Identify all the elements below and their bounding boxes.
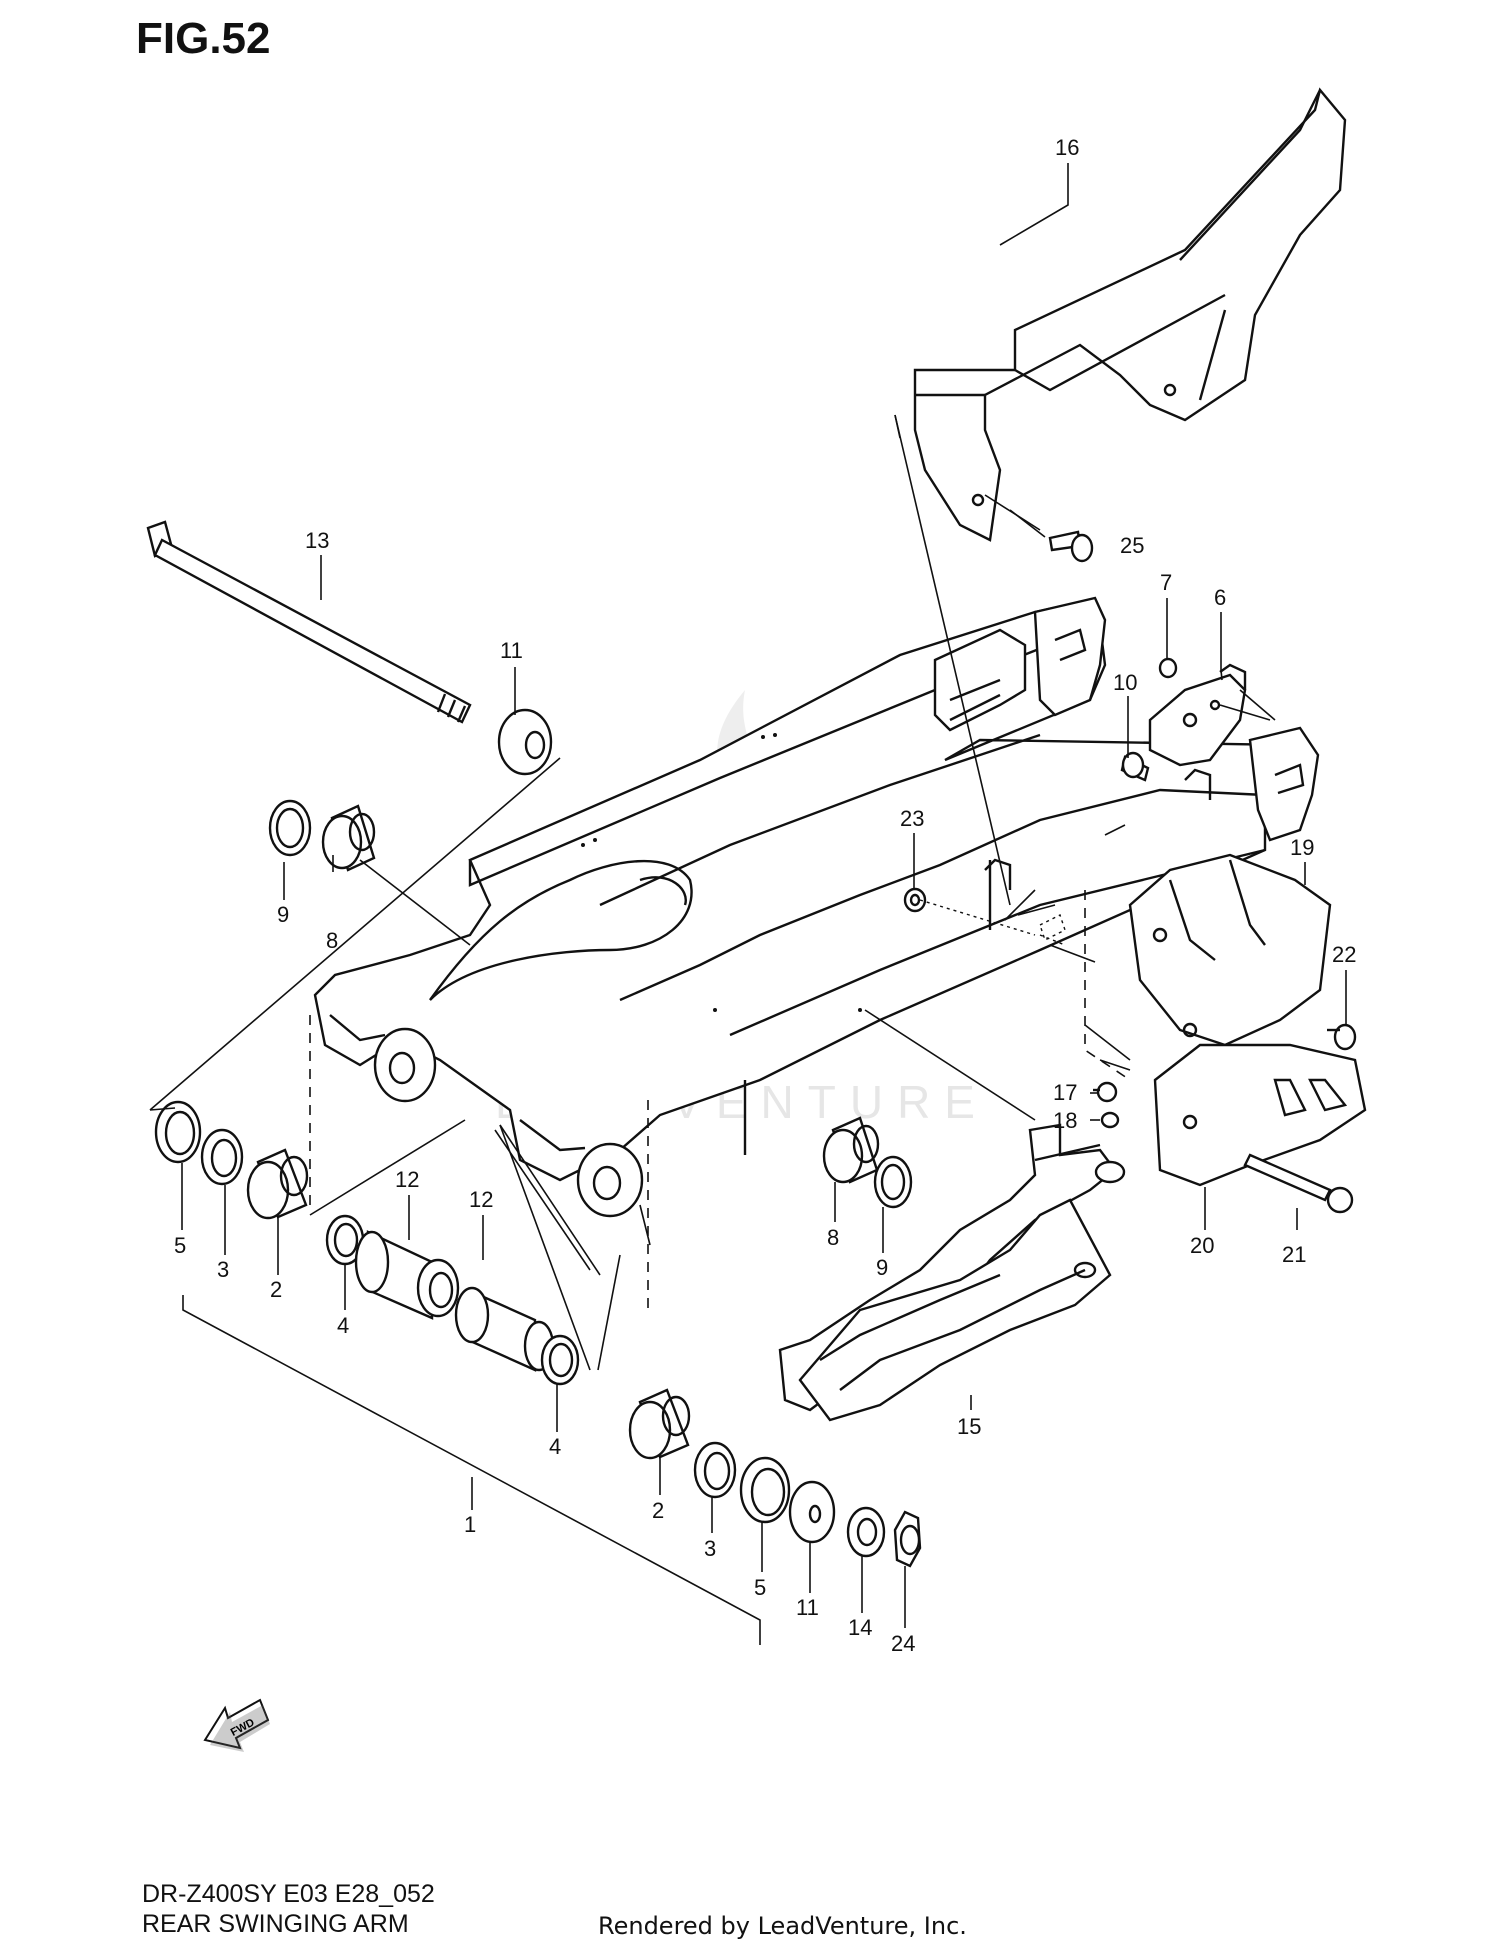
part-label-11: 11	[500, 638, 523, 663]
collar-12-right[interactable]	[454, 1286, 555, 1372]
bolt-21[interactable]	[1243, 1153, 1354, 1214]
part-label-20: 20	[1190, 1233, 1214, 1258]
bolt-25[interactable]	[1048, 530, 1094, 563]
washer-11-bottom[interactable]	[788, 1480, 836, 1544]
part-label-13: 13	[305, 528, 329, 553]
adjuster-plate-6[interactable]	[1148, 663, 1247, 767]
part-label-1: 1	[464, 1512, 476, 1537]
part-label-15: 24	[891, 1631, 915, 1656]
washer-3-right[interactable]	[693, 1441, 737, 1499]
bearing-8-right[interactable]	[822, 1116, 880, 1184]
part-label-9: 9	[277, 902, 289, 927]
washer-3-left[interactable]	[200, 1128, 244, 1186]
bolt-17[interactable]	[1093, 1081, 1118, 1103]
seal-9-right[interactable]	[873, 1155, 913, 1209]
seal-5-left[interactable]	[154, 1100, 202, 1164]
part-label-22: 22	[1332, 942, 1356, 967]
part-label-5b: 5	[754, 1575, 766, 1600]
washer-18[interactable]	[1100, 1111, 1120, 1129]
chain-guide-20[interactable]	[1153, 1043, 1367, 1187]
collar-12-left[interactable]	[354, 1230, 460, 1320]
part-label-10: 10	[1113, 670, 1137, 695]
part-label-16: 15	[957, 1414, 981, 1439]
bearing-2-left[interactable]	[246, 1148, 309, 1220]
model-code: DR-Z400SY E03 E28_052	[142, 1880, 435, 1908]
rendered-by: Rendered by LeadVenture, Inc.	[598, 1912, 967, 1940]
section-name: REAR SWINGING ARM	[142, 1910, 409, 1938]
part-label-24: 16	[1055, 135, 1079, 160]
part-label-19: 19	[1290, 835, 1314, 860]
part-numbers: 16 13 11 25 7 6 10 23 9 8 19 22 17 18 20…	[174, 135, 1356, 1656]
part-label-23: 23	[900, 806, 924, 831]
figure-title: FIG.52	[136, 14, 271, 63]
part-label-8b: 8	[827, 1225, 839, 1250]
bolt-10[interactable]	[1120, 751, 1150, 782]
part-label-12b: 12	[469, 1187, 493, 1212]
callout-leaders	[181, 163, 1347, 1645]
washer-14[interactable]	[846, 1506, 886, 1558]
bolt-22[interactable]	[1327, 1023, 1357, 1051]
bearing-2-right[interactable]	[628, 1388, 691, 1460]
nut-15[interactable]	[893, 1510, 922, 1568]
part-label-4b: 4	[549, 1434, 561, 1459]
chain-buffer-16[interactable]	[778, 1123, 1126, 1422]
pivot-shaft[interactable]	[146, 520, 472, 724]
washer-11-top[interactable]	[497, 708, 553, 776]
swing-arm[interactable]	[313, 596, 1320, 1218]
part-label-4: 4	[337, 1313, 349, 1338]
part-label-9b: 9	[876, 1255, 888, 1280]
chain-case[interactable]	[913, 87, 1347, 542]
seal-5-right[interactable]	[739, 1456, 791, 1524]
part-label-17: 17	[1053, 1080, 1077, 1105]
assembly-lines	[149, 414, 1276, 1371]
nut-23[interactable]	[903, 887, 927, 913]
bolt-7[interactable]	[1158, 657, 1178, 679]
part-label-11b: 11	[796, 1595, 819, 1620]
ring-4-right[interactable]	[540, 1334, 580, 1386]
seal-9-left[interactable]	[268, 799, 312, 857]
part-label-14: 14	[848, 1615, 872, 1640]
part-label-18: 18	[1053, 1108, 1077, 1133]
part-label-3: 3	[217, 1257, 229, 1282]
part-label-2: 2	[270, 1277, 282, 1302]
part-label-7: 7	[1160, 570, 1172, 595]
part-label-5: 5	[174, 1233, 186, 1258]
part-label-2b: 2	[652, 1498, 664, 1523]
part-label-8: 8	[326, 928, 338, 953]
part-label-25: 25	[1120, 533, 1144, 558]
part-label-21: 21	[1282, 1242, 1306, 1267]
bearing-8-left[interactable]	[321, 804, 376, 872]
part-label-6: 6	[1214, 585, 1226, 610]
fwd-arrow-icon: FWD	[203, 1698, 270, 1752]
part-label-12: 12	[395, 1167, 419, 1192]
part-label-3b: 3	[704, 1536, 716, 1561]
chain-guide-19[interactable]	[1128, 853, 1332, 1047]
